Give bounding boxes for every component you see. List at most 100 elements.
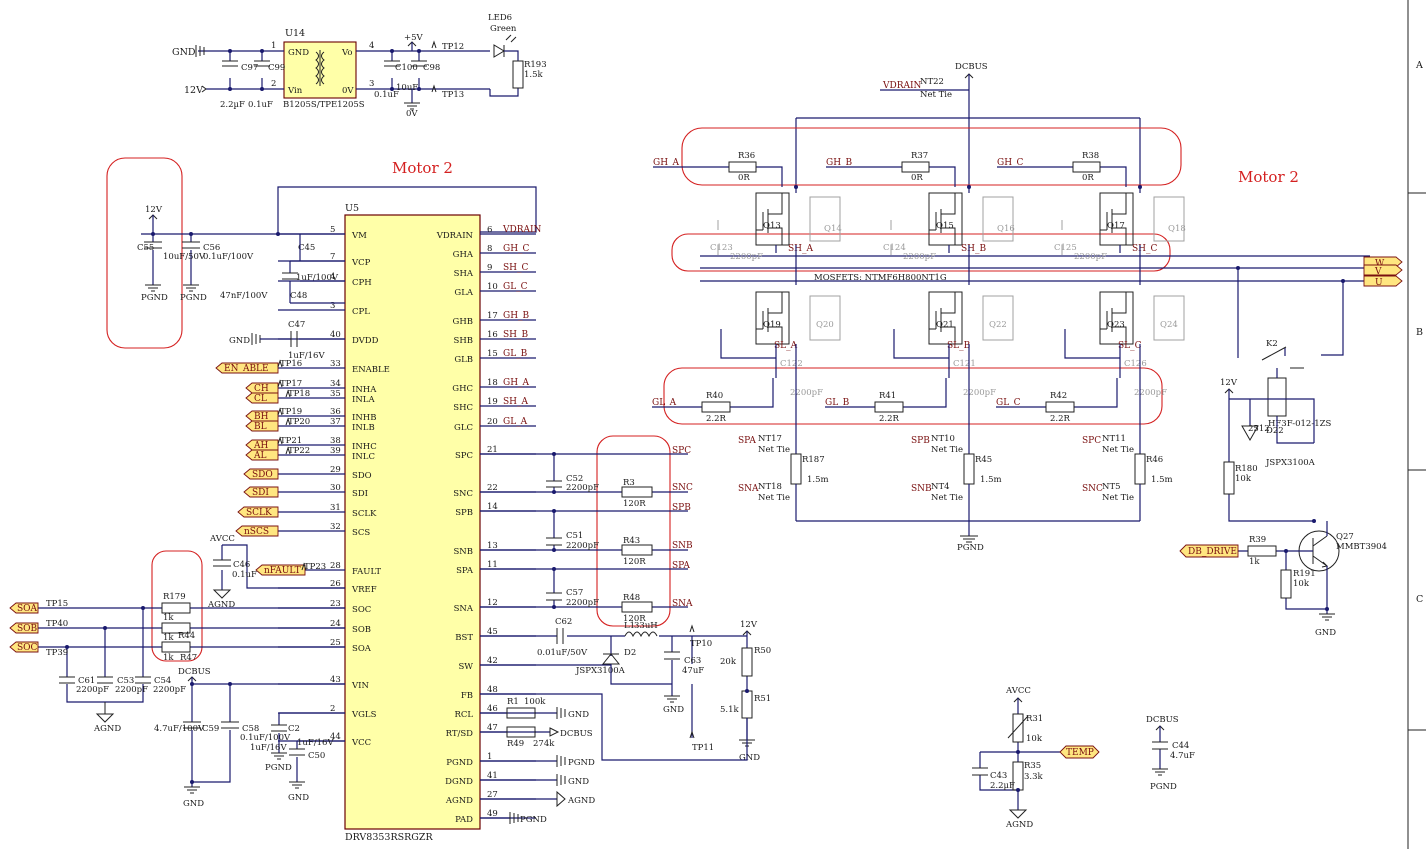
u5-left-pin-number: 4 [330,272,335,282]
u5-right-pin-name: BST [455,633,473,643]
c59-ref: C59 [202,724,219,734]
r179-value: 1k [163,613,174,623]
so-testpoint-label: TP39 [46,648,68,658]
wire-phases [700,255,1370,282]
gate-high-ref: R36 [738,151,755,161]
u5-right-pin-name: VDRAIN [436,231,474,241]
testpoint-label: TP22 [288,446,310,456]
db-drive-shape [1179,544,1239,558]
u14-num-4: 4 [369,41,374,51]
k2-coil [1267,377,1287,417]
q27-part: MMBT3904 [1336,542,1387,552]
high-fet-leg-wire [775,187,797,285]
vgls-pgnd: PGND [265,763,292,773]
db-drive-port: DB_DRIVE [1179,544,1239,558]
wire-d2-c63 [610,636,673,696]
left-port-label: SDO [252,470,273,480]
ground-symbols [509,755,566,824]
left-port-shape [245,420,279,432]
current-sense-filters: C52 2200pF C51 2200pF C57 2200pF R3 120R… [480,435,693,627]
u5-right-pin-name: SHC [453,403,473,413]
wire-vdrain-loop [277,186,537,234]
gate-low-net: GL_A [652,398,677,408]
wire-grounds [480,760,557,819]
so-testpoint-label: TP15 [46,599,68,609]
u5-left-pin-number: 23 [330,599,341,609]
c44-value: 4.7uF [1170,751,1195,761]
low-cap-ref: C126 [1124,359,1147,369]
gate-high-net: GH_B [826,158,853,168]
q27-symbol [1312,535,1329,568]
u5-left-pin-name: VCC [351,738,371,748]
highlight-gate-res-high [681,127,1182,186]
tp13-label: TP13 [442,90,464,100]
low-fet-ghost-ref: Q22 [989,320,1007,330]
left-port-shape [245,392,279,404]
r43-value: 120R [623,557,646,567]
u5-left-pin-name: DVDD [352,336,379,346]
c58-ref: C58 [242,724,259,734]
u5-left-pin-name: INHC [352,442,377,452]
left-port-label: SDI [252,488,269,498]
u5-left-pin-name: CPL [352,307,370,317]
testpoint-mark [277,436,283,445]
left-port-shape [255,564,306,576]
u5-right-pin-name: SNC [453,489,473,499]
gate-high-resistor [1072,161,1101,173]
r193-ref: R193 [524,60,547,70]
wire-output [356,50,490,90]
bridge-vdrain: VDRAIN [882,81,922,91]
c59-value: 4.7uF/100V [154,724,205,734]
gnd-symbol [195,45,205,57]
high-fet-ghost-ref: Q16 [997,224,1015,234]
u5-right-pin-net: SH_C [503,263,529,273]
u5-right-pin-name: SNB [453,547,473,557]
l1-inductor [624,631,658,638]
u5-left-pin-name: SOA [352,644,372,654]
so-agnd: AGND [93,724,121,734]
relay-driver-block: K2 HF3F-012-1ZS 12V D22 JSPX3100A R180 1… [1220,266,1387,638]
r3-value: 120R [623,499,646,509]
c44-pgnd: PGND [1150,782,1177,792]
u14-pin-0v: 0V [342,86,354,96]
u5-right-pin-number: 41 [487,771,498,781]
u5-left-pin-name: INLA [352,395,375,405]
testpoint-label: TP18 [288,389,310,399]
u14-ref: U14 [285,28,305,39]
so-filter-block: R179 1k R44 1k R47 1k C61 2200pF C53 220… [38,550,345,734]
c62-value: 0.01uF/50V [537,648,588,658]
testpoint-mark [301,562,307,571]
wire-relay-coil [1228,368,1315,522]
left-port-label: CL [254,394,267,404]
shunt-sp-tie: NT10 [931,434,955,444]
wire-vgls-vcc [278,712,345,782]
u5-right-pin-name: SW [458,662,473,672]
zone-c: C [1416,594,1423,605]
u5-left-pin-name: FAULT [352,567,381,577]
agnd-pin-label: AGND [567,796,595,806]
u5-left-pin-name: VM [351,231,367,241]
r3-ref: R3 [623,478,635,488]
gate-low-value: 2.2R [879,414,900,424]
testpoint-label: TP16 [280,359,302,369]
rt-dcbus-arrow [549,727,560,737]
r51-ref: R51 [754,694,771,704]
high-fet-ref: Q15 [936,221,954,231]
testpoint-mark [277,359,283,368]
c51-ref: C51 [566,531,583,541]
u5-left-pin-number: 38 [330,436,341,446]
u5-right-pin-number: 14 [487,502,498,512]
u5-left-pin-name: CPH [352,278,372,288]
u14-pin-vin: Vin [287,86,303,96]
c50-ref: C50 [308,751,325,761]
u5-left-pin-name: SOC [352,605,371,615]
r193-value: 1.5k [524,70,544,80]
u5-right-pin-number: 46 [487,704,498,714]
tp10-mark [689,624,695,633]
three-phase-bridge: DCBUS VDRAIN NT22 Net Tie MOSFETS: NTMF6… [663,62,1370,553]
cs-net-sna: SNA [672,599,693,609]
gate-high-wire [997,166,1127,187]
u5-right-pin-name: SPB [455,508,473,518]
high-fet-ghost-ref: Q18 [1168,224,1186,234]
u5-right-pin-name: SPC [455,451,473,461]
